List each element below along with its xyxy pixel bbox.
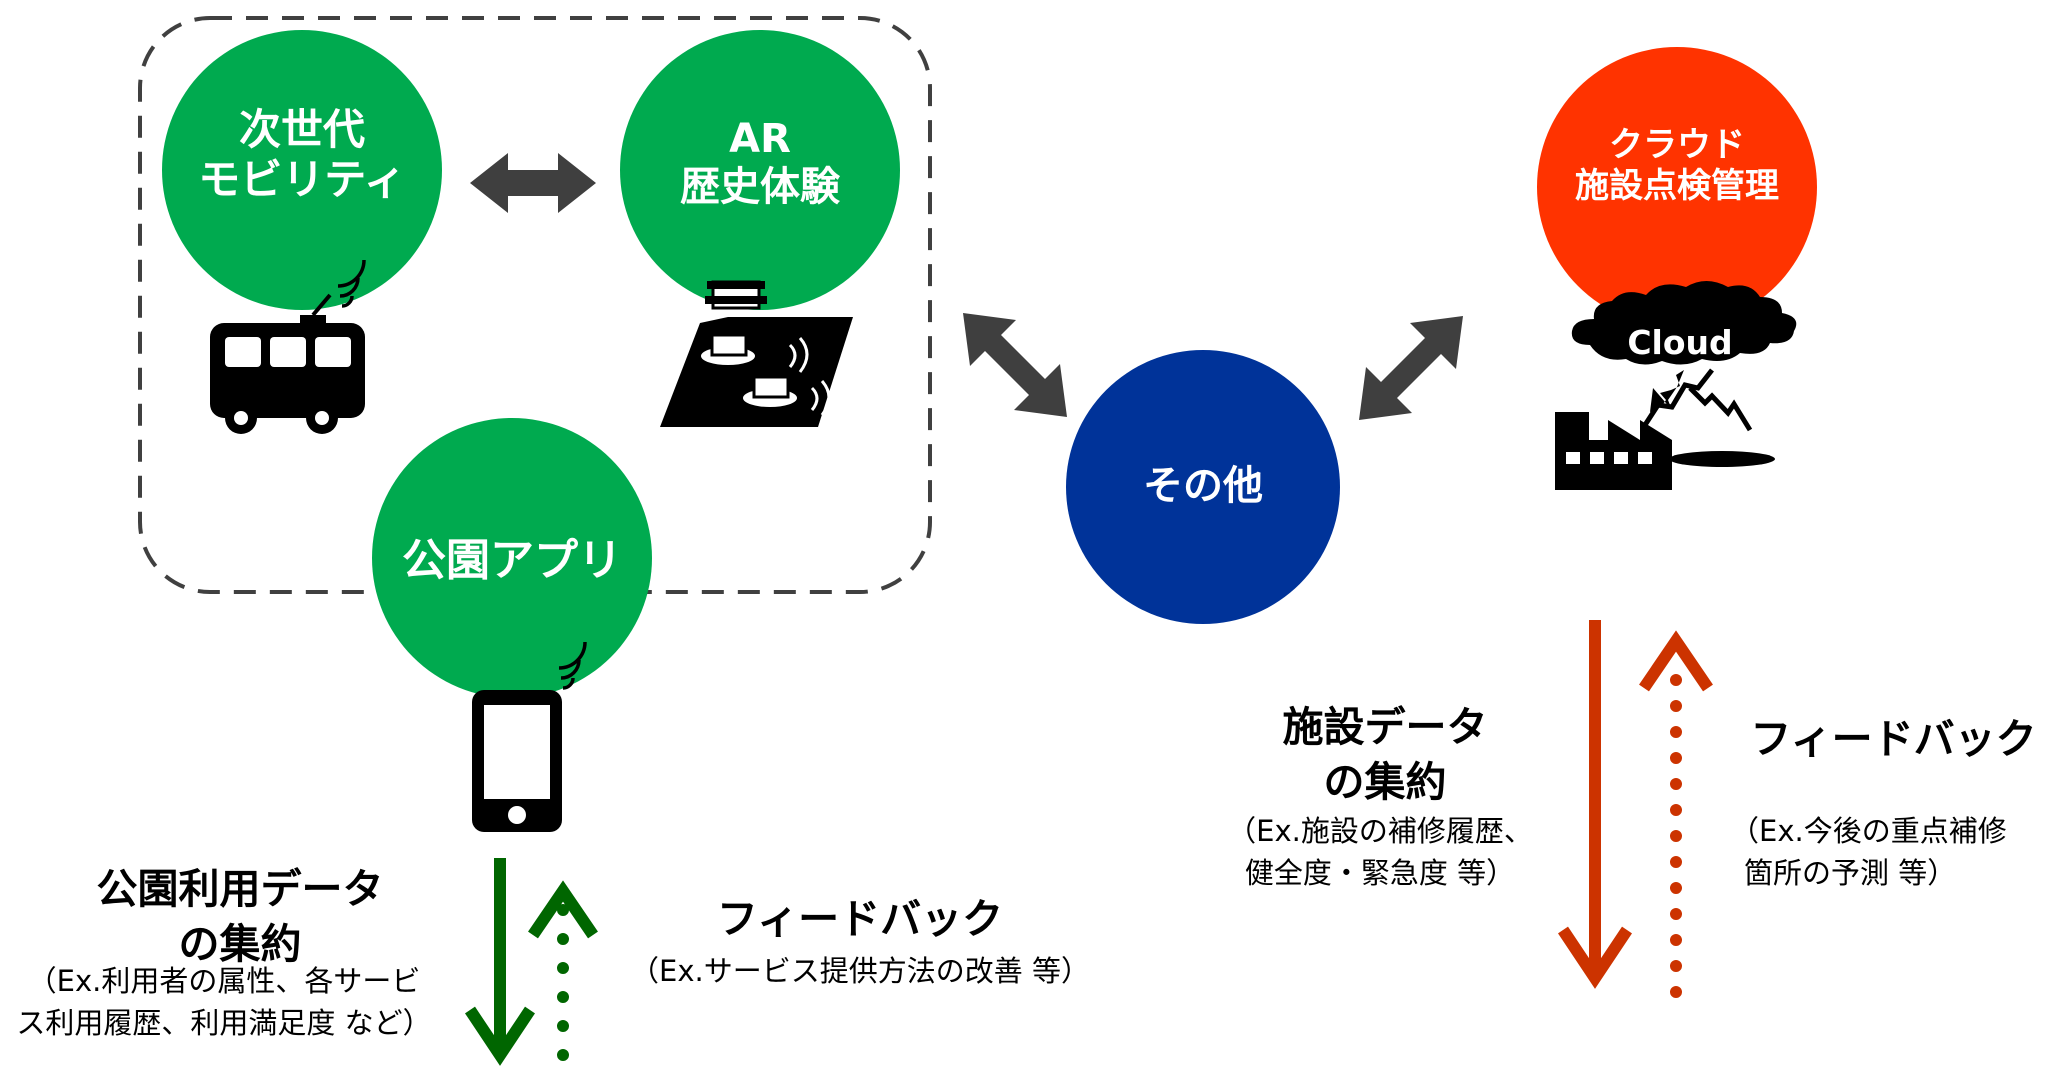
manhole-icon	[1669, 451, 1775, 467]
facility-data-collect-title: 施設データ の集約	[1225, 700, 1545, 811]
other-circle[interactable]	[1066, 350, 1340, 624]
park-feedback-example: （Ex.サービス提供方法の改善 等）	[630, 954, 1090, 988]
mobility-label-line1: 次世代	[238, 105, 365, 154]
ar-label-line1: AR	[729, 116, 791, 162]
park-data-collect-example-line2: ス利用履歴、利用満足度 など）	[16, 1006, 432, 1041]
mobility-circle[interactable]	[162, 30, 442, 310]
other-cloud-connector	[1359, 316, 1463, 420]
cloud-badge-label: Cloud	[1627, 323, 1733, 362]
mobility-ar-connector	[470, 153, 596, 213]
mobility-label: 次世代 モビリティ	[162, 105, 442, 206]
cloud-mgmt-label-line1: クラウド	[1609, 125, 1745, 165]
lightning-icon	[1650, 370, 1684, 412]
mobility-label-line2: モビリティ	[198, 155, 406, 205]
park-app-circle[interactable]	[372, 418, 652, 698]
park-feedback-title: フィードバック	[716, 895, 1004, 943]
facility-data-collect-example-line2: 健全度・緊急度 等）	[1244, 856, 1516, 891]
group-other-connector	[963, 313, 1067, 417]
cloud-mgmt-label-line2: 施設点検管理	[1575, 165, 1779, 206]
ar-circle[interactable]	[620, 30, 900, 310]
facility-data-collect-arrow	[1558, 620, 1632, 989]
cloud-icon	[1571, 281, 1797, 365]
factory-icon	[1555, 412, 1672, 490]
facility-feedback-example: （Ex.今後の重点補修 箇所の予測 等）	[1730, 810, 2047, 894]
park-data-collect-title: 公園利用データ の集約	[40, 862, 440, 973]
facility-feedback-example-line2: 箇所の予測 等）	[1744, 856, 1957, 891]
park-data-collect-title-line2: の集約	[178, 920, 302, 969]
lightning-icon-left	[1642, 368, 1714, 427]
park-feedback-arrow	[528, 880, 598, 1079]
park-data-collect-example: （Ex.利用者の属性、各サービ ス利用履歴、利用満足度 など）	[0, 960, 448, 1044]
cloud-mgmt-label: クラウド 施設点検管理	[1537, 125, 1817, 207]
facility-feedback-arrow	[1639, 630, 1713, 1001]
facility-data-collect-title-line2: の集約	[1323, 758, 1447, 807]
facility-data-collect-example-line1: （Ex.施設の補修履歴、	[1227, 814, 1533, 848]
facility-data-collect-title-line1: 施設データ	[1282, 703, 1488, 751]
ar-label: AR 歴史体験	[620, 115, 900, 211]
other-label: その他	[1143, 463, 1263, 509]
park-data-collect-example-line1: （Ex.利用者の属性、各サービ	[27, 964, 421, 998]
ar-label-line2: 歴史体験	[680, 164, 840, 210]
park-data-collect-title-line1: 公園利用データ	[96, 865, 384, 913]
ar-map-icon	[660, 280, 853, 427]
smartphone-icon	[472, 641, 587, 832]
lightning-icon-right	[1688, 386, 1753, 432]
park-app-label: 公園アプリ	[402, 535, 622, 586]
park-data-collect-arrow	[465, 858, 535, 1066]
bus-icon	[210, 259, 366, 434]
facility-feedback-title: フィードバック	[1750, 715, 2037, 763]
cloud-mgmt-circle[interactable]	[1537, 47, 1817, 327]
facility-feedback-example-line1: （Ex.今後の重点補修	[1730, 814, 2007, 848]
facility-data-collect-example: （Ex.施設の補修履歴、 健全度・緊急度 等）	[1205, 810, 1555, 894]
